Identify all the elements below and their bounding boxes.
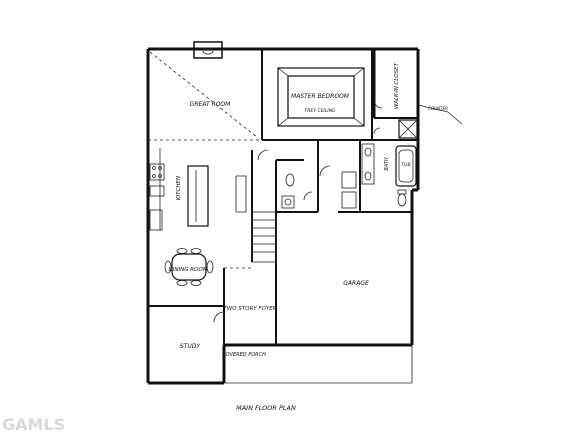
label-covered-porch: COVERED PORCH bbox=[222, 352, 266, 358]
label-study: STUDY bbox=[180, 343, 201, 350]
label-two-story-foyer: TWO STORY FOYER bbox=[223, 306, 276, 312]
label-kitchen: KITCHEN bbox=[176, 176, 182, 200]
label-master-bedroom: MASTER BEDROOM bbox=[291, 93, 350, 100]
plan-title: MAIN FLOOR PLAN bbox=[236, 404, 296, 412]
dining-table-icon bbox=[164, 248, 214, 286]
label-counter: COUNTER bbox=[428, 106, 448, 111]
tray-ceiling-icon bbox=[277, 67, 365, 127]
label-dining-room: DINING ROOM bbox=[169, 267, 208, 273]
dashed-lines bbox=[148, 51, 262, 269]
bath-fixtures bbox=[341, 119, 418, 209]
label-great-room: GREAT ROOM bbox=[190, 101, 231, 108]
watermark-logo: GAMLS bbox=[2, 415, 65, 432]
label-bath: BATH bbox=[384, 157, 390, 171]
room-labels: GREAT ROOM MASTER BEDROOM TREY CEILING W… bbox=[169, 62, 448, 358]
label-trey-ceiling: TREY CEILING bbox=[305, 108, 336, 114]
kitchen-fixtures bbox=[149, 148, 209, 231]
fireplace-icon bbox=[193, 41, 223, 59]
label-tub: TUB bbox=[401, 162, 410, 168]
exterior-walls bbox=[146, 47, 420, 385]
label-garage: GARAGE bbox=[343, 280, 369, 287]
door-swings bbox=[213, 99, 383, 323]
stairs-icon bbox=[235, 175, 277, 263]
powder-room-fixtures bbox=[281, 173, 295, 209]
counter-leader bbox=[417, 104, 463, 125]
label-walk-in-closet: WALK-IN CLOSET bbox=[394, 62, 400, 109]
